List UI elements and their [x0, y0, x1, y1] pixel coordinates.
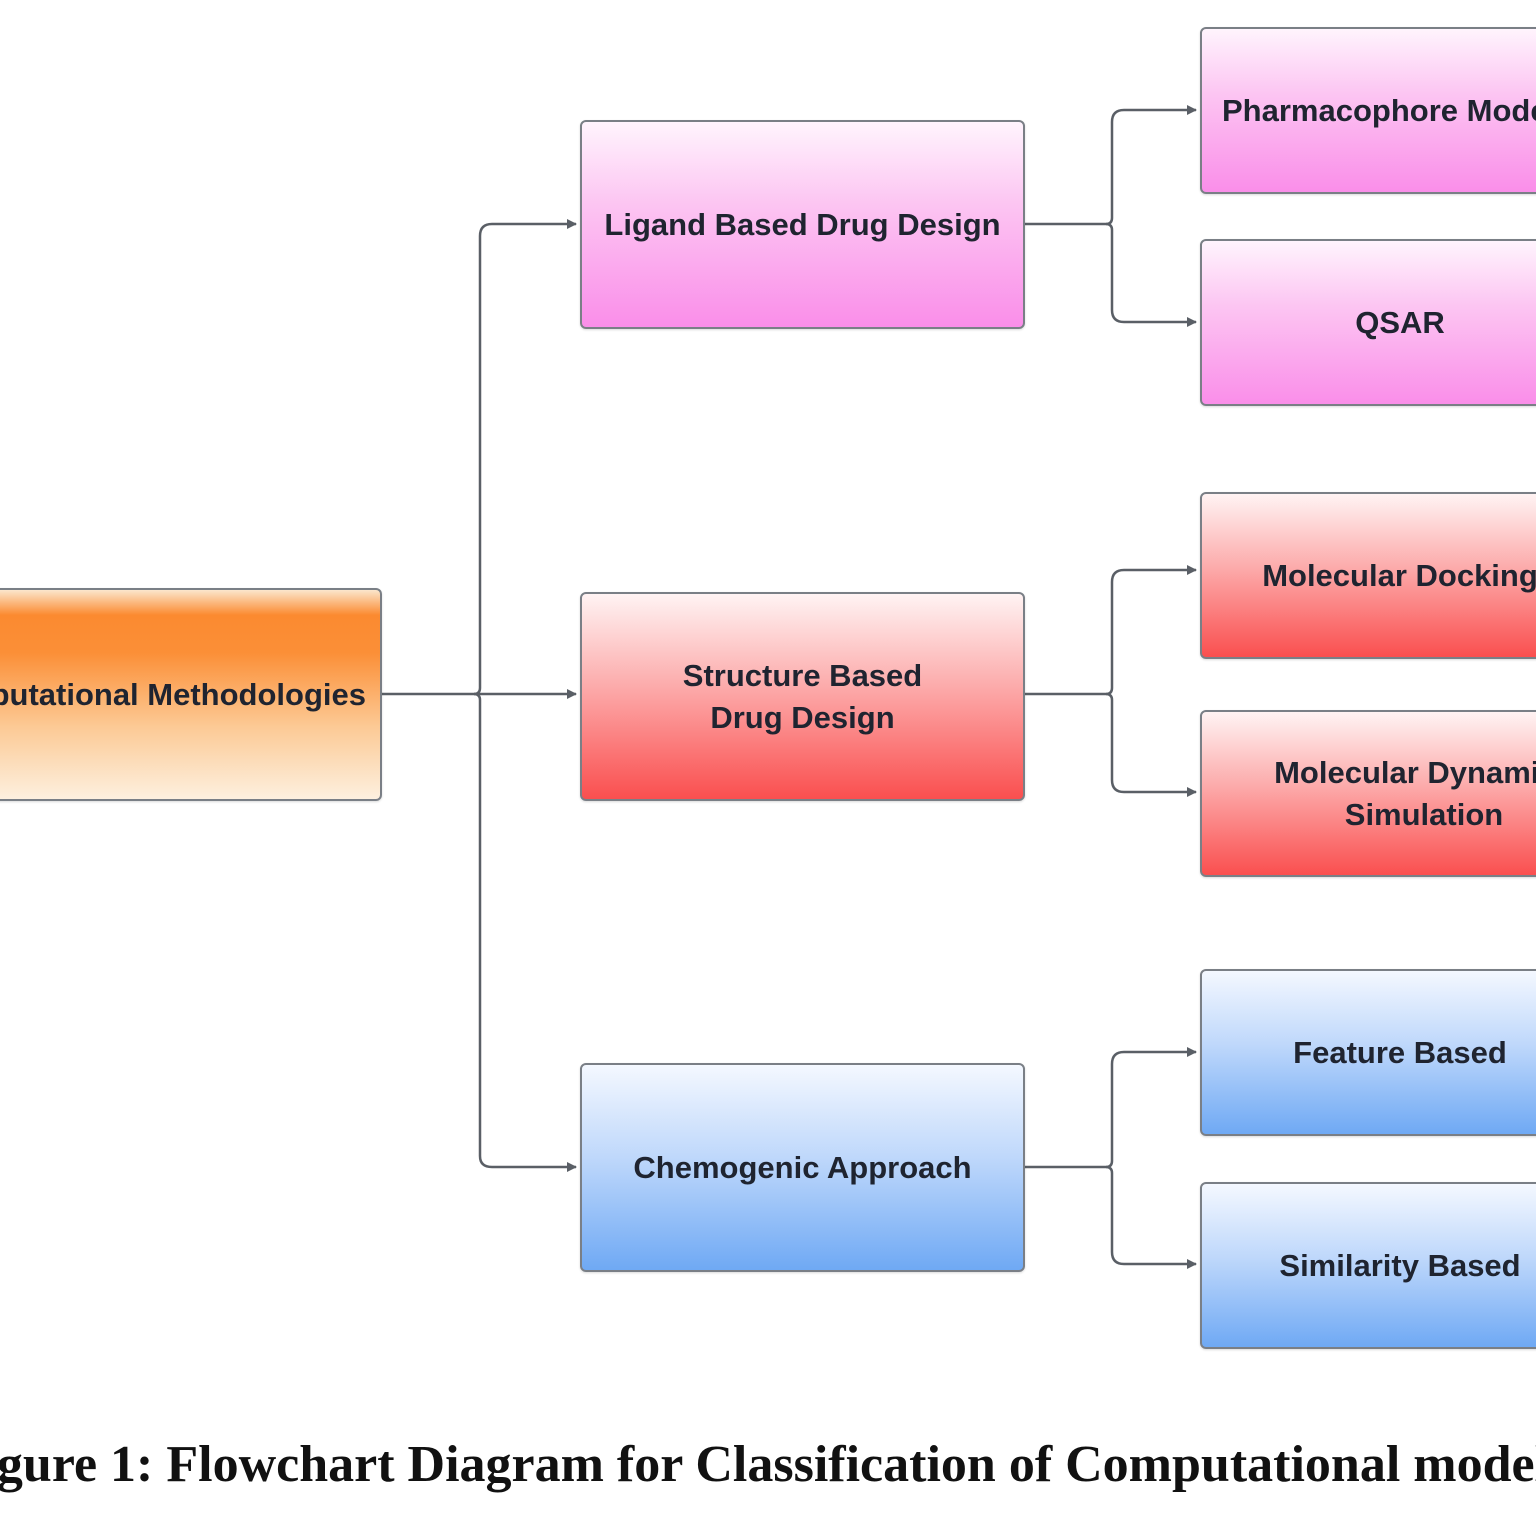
node-feature-based: Feature Based [1200, 969, 1536, 1136]
connector-ligand-to-pharmacophore [1105, 105, 1197, 226]
connector-root-to-chemogenic [473, 692, 577, 1172]
connector-structure-to-md [1105, 692, 1197, 797]
node-label: Computational Methodologies [0, 676, 366, 712]
connector-root-to-ligand [473, 219, 577, 696]
node-ligand-based-drug-design: Ligand Based Drug Design [580, 120, 1025, 329]
node-label: Feature Based [1293, 1034, 1507, 1070]
node-label: Pharmacophore Modeling [1222, 92, 1536, 128]
node-label: QSAR [1355, 304, 1445, 340]
node-chemogenic-approach: Chemogenic Approach [580, 1063, 1025, 1272]
node-molecular-docking: Molecular Docking [1200, 492, 1536, 659]
node-label: Molecular Docking [1262, 557, 1536, 593]
node-pharmacophore-modeling: Pharmacophore Modeling [1200, 27, 1536, 194]
connector-chemogenic-to-similarity [1105, 1165, 1197, 1269]
connector-ligand-to-qsar [1105, 222, 1197, 327]
node-label: Chemogenic Approach [633, 1149, 972, 1185]
node-label: Structure Based Drug Design [682, 657, 923, 735]
connector-chemogenic-to-feature [1105, 1047, 1197, 1169]
node-computational-methodologies: Computational Methodologies [0, 588, 382, 801]
figure-caption: Figure 1: Flowchart Diagram for Classifi… [0, 1436, 1536, 1493]
node-label: Similarity Based [1279, 1247, 1521, 1283]
node-molecular-dynamics-simulation: Molecular Dynamics Simulation [1200, 710, 1536, 877]
node-label: Molecular Dynamics Simulation [1274, 754, 1536, 832]
node-similarity-based: Similarity Based [1200, 1182, 1536, 1349]
connector-structure-to-docking [1105, 565, 1197, 696]
node-label: Ligand Based Drug Design [604, 206, 1001, 242]
node-qsar: QSAR [1200, 239, 1536, 406]
node-structure-based-drug-design: Structure Based Drug Design [580, 592, 1025, 801]
